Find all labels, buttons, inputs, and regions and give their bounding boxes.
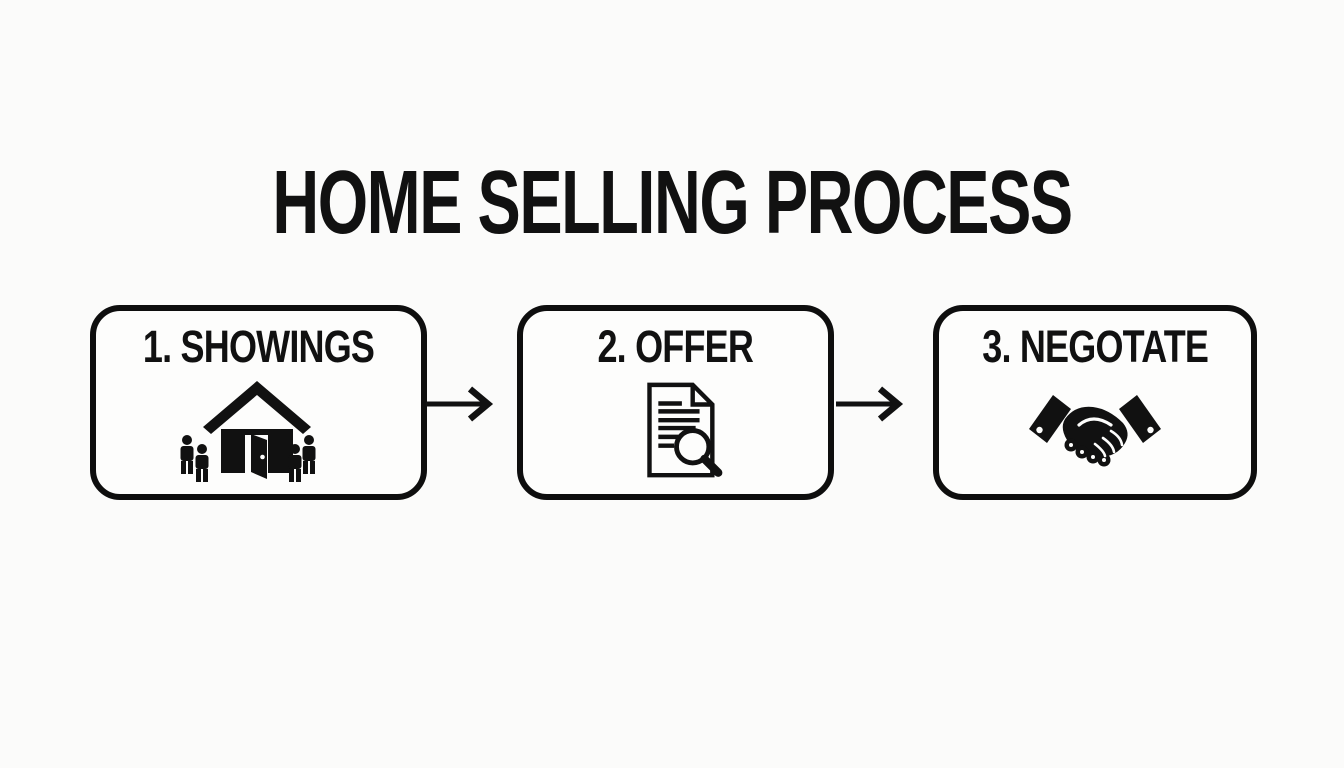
step-box-showings: 1. SHOWINGS (90, 305, 427, 500)
offer-document-magnifier-icon (617, 370, 735, 494)
step-label: 2. OFFER (597, 321, 754, 372)
house-with-buyers-icon (175, 370, 343, 494)
step-label: 1. SHOWINGS (142, 321, 375, 372)
handshake-icon (1024, 370, 1166, 494)
step-box-negotiate: 3. NEGOTATE (933, 305, 1257, 500)
step-box-offer: 2. OFFER (517, 305, 834, 500)
page-title: HOME SELLING PROCESS (272, 153, 1073, 253)
arrow-right-icon (834, 382, 914, 426)
arrow-right-icon (424, 382, 504, 426)
step-label: 3. NEGOTATE (982, 321, 1209, 372)
